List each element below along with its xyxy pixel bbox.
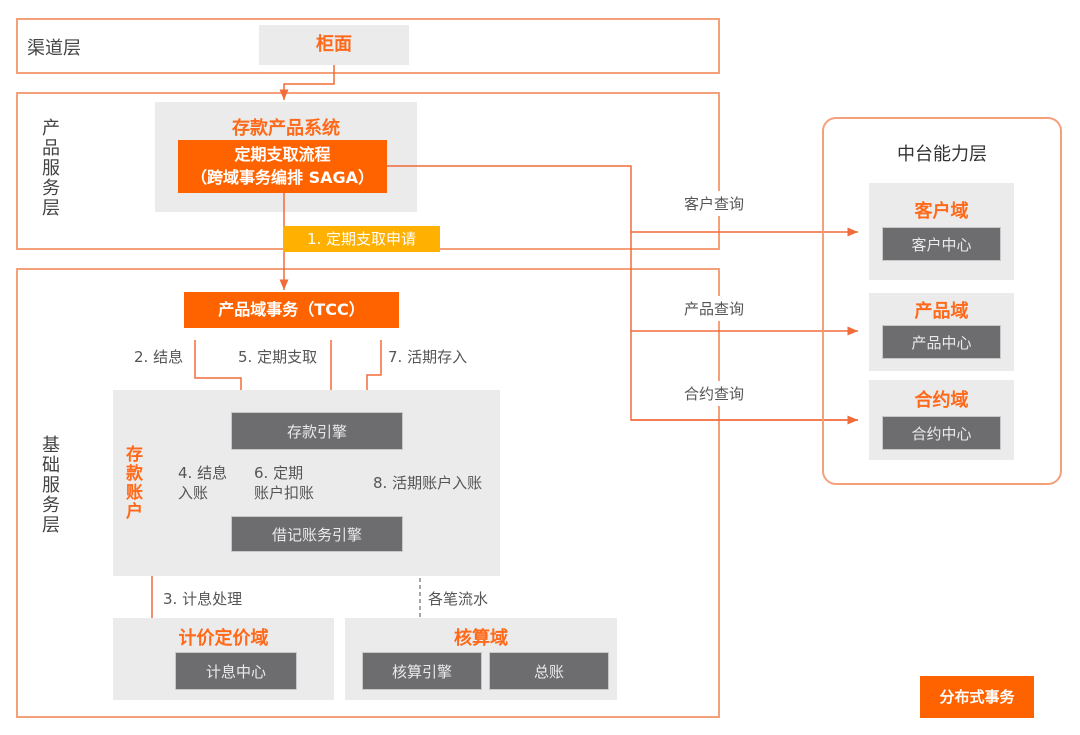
line-counter-to-saga <box>279 65 335 100</box>
middle-platform-layer <box>822 117 1062 485</box>
customer-center-box[interactable]: 客户中心 <box>882 227 1001 261</box>
general-ledger-box[interactable]: 总账 <box>489 652 609 690</box>
customer-domain-title: 客户域 <box>914 201 969 222</box>
product-domain-title: 产品域 <box>914 301 969 322</box>
step4-label-a: 4. 结息 <box>178 464 228 482</box>
contract-domain-title: 合约域 <box>914 390 969 411</box>
deposit-account-title: 存款账户 <box>122 445 142 521</box>
step5-label: 5. 定期支取 <box>238 348 318 366</box>
step8-label: 8. 活期账户入账 <box>373 474 483 492</box>
contract-center-box[interactable]: 合约中心 <box>882 416 1001 450</box>
product-query-label: 产品查询 <box>684 296 745 321</box>
product-center-box[interactable]: 产品中心 <box>882 325 1001 359</box>
accounting-domain-title: 核算域 <box>454 628 508 649</box>
flow-label: 各笔流水 <box>428 590 489 608</box>
counter-box[interactable]: 柜面 <box>259 25 409 65</box>
accounting-engine-box[interactable]: 核算引擎 <box>362 652 482 690</box>
saga-line2: （跨域事务编排 SAGA） <box>191 167 374 187</box>
request-tag: 1. 定期支取申请 <box>283 226 440 252</box>
step3-label: 3. 计息处理 <box>163 590 243 608</box>
product-service-layer-label: 产品服务层 <box>39 118 60 218</box>
customer-query-label: 客户查询 <box>684 191 745 216</box>
channel-layer <box>16 18 720 74</box>
channel-layer-label: 渠道层 <box>27 38 81 59</box>
saga-line1: 定期支取流程 <box>234 145 331 165</box>
deposit-product-system-title: 存款产品系统 <box>232 118 340 139</box>
deposit-engine-box[interactable]: 存款引擎 <box>231 412 403 450</box>
ledger-engine-box[interactable]: 借记账务引擎 <box>231 516 403 552</box>
base-service-layer <box>16 268 720 718</box>
legend-distributed-transaction: 分布式事务 <box>920 676 1034 718</box>
saga-process-box[interactable]: 定期支取流程（跨域事务编排 SAGA） <box>178 140 387 193</box>
tcc-box[interactable]: 产品域事务（TCC） <box>184 292 399 328</box>
step7-label: 7. 活期存入 <box>388 348 468 366</box>
interest-center-box[interactable]: 计息中心 <box>175 652 297 690</box>
step2-label: 2. 结息 <box>134 348 184 366</box>
middle-platform-title: 中台能力层 <box>897 144 987 165</box>
step6-label-b: 账户扣账 <box>254 484 315 502</box>
contract-query-label: 合约查询 <box>684 381 745 406</box>
line-saga-to-domains <box>387 165 858 421</box>
pricing-domain-title: 计价定价域 <box>178 628 269 649</box>
base-service-layer-label: 基础服务层 <box>39 435 60 535</box>
step4-label-b: 入账 <box>178 484 209 502</box>
step6-label-a: 6. 定期 <box>254 464 304 482</box>
